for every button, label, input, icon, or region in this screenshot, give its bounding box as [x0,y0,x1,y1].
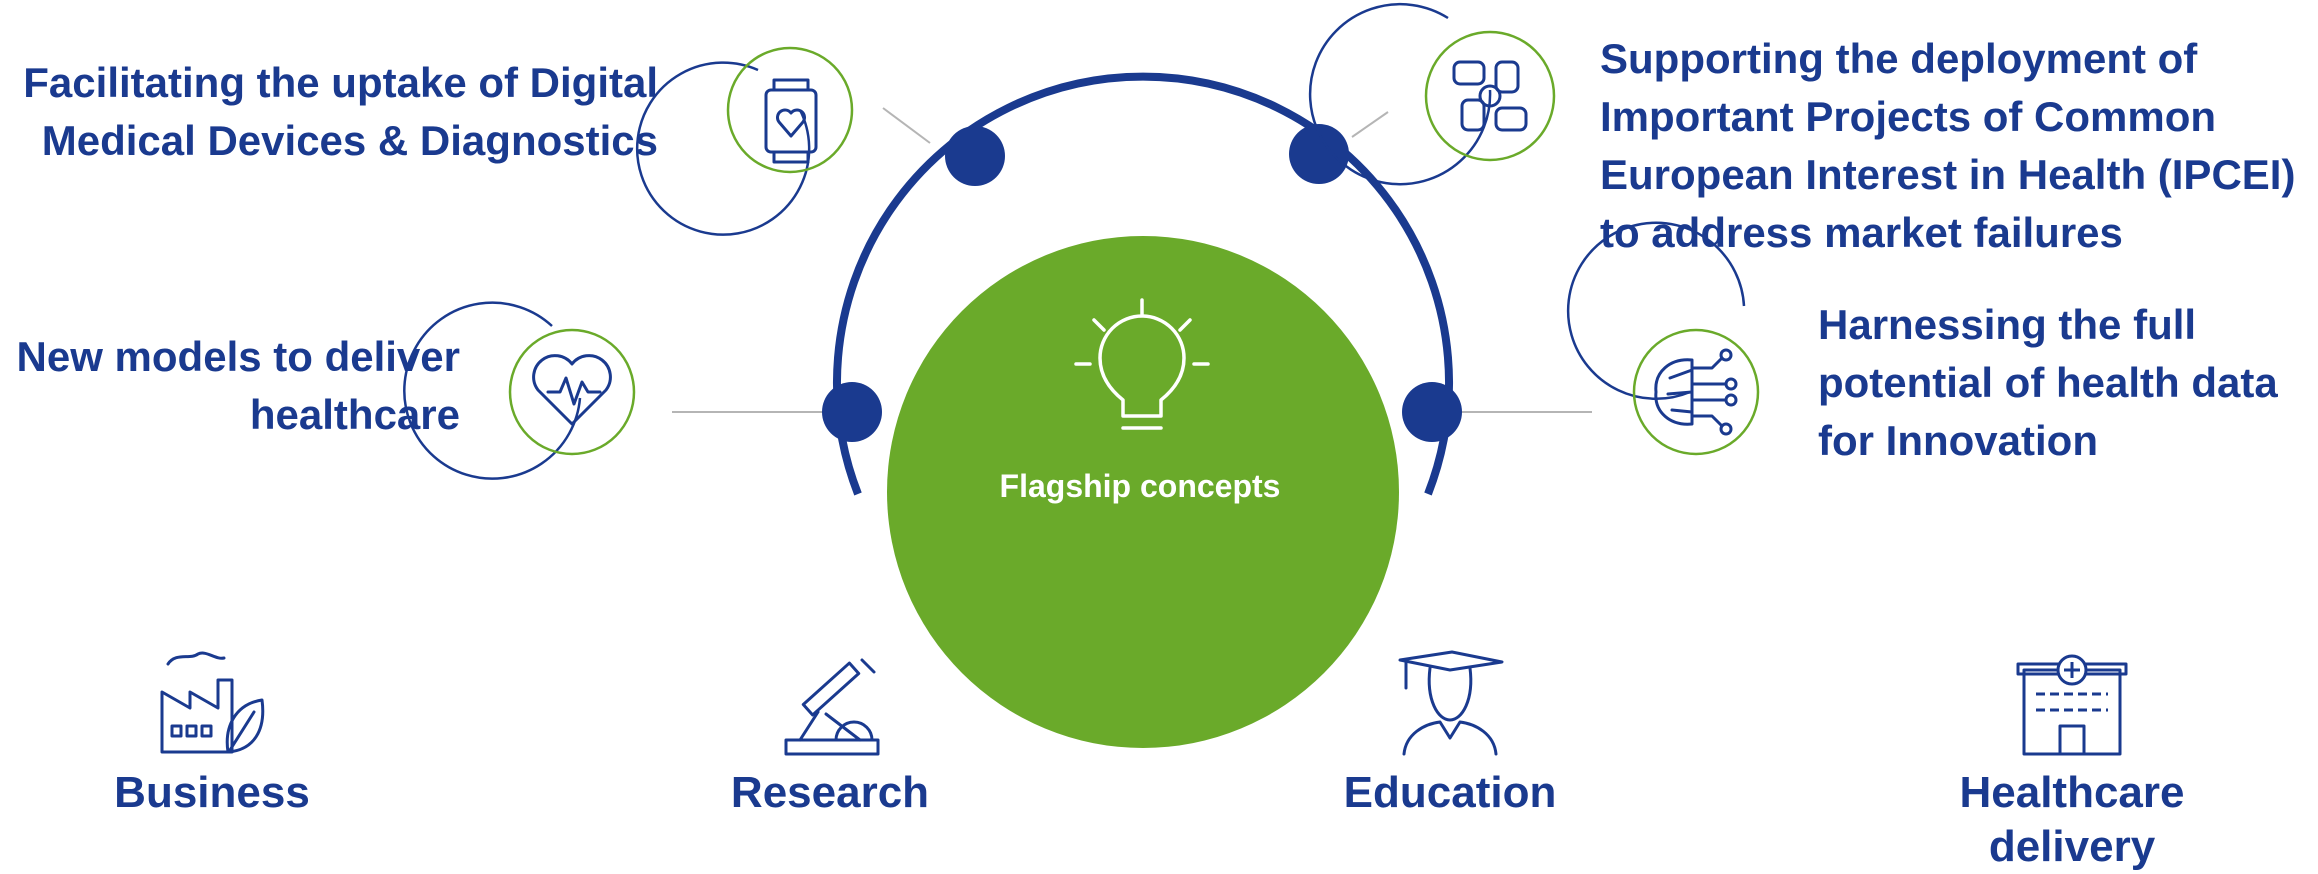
stakeholder-research-label: Research [730,768,930,817]
concept-new-models-text: New models to deliver healthcare [16,333,460,438]
concept-health-data-text: Harnessing the full potential of health … [1818,301,2278,464]
hospital-icon [2016,654,2128,756]
factory-leaf-icon [160,651,265,754]
concept-digital-devices-text: Facilitating the uptake of Digital Medic… [23,59,658,164]
connector-line-digital-devices [882,107,931,144]
badge-new-models [403,301,636,480]
badge-digital-devices [635,46,854,236]
stakeholder-healthcare-delivery-label: Healthcare delivery [1959,768,2185,871]
connector-line-ipcei [1351,111,1389,138]
joined-hands-icon [1452,60,1528,132]
stakeholder-education-label: Education [1343,768,1557,817]
center-circle [887,236,1399,748]
concept-ipcei-text: Supporting the deployment of Important P… [1600,35,2296,256]
badge-ipcei [1308,3,1556,186]
center-label: Flagship concepts [999,468,1281,504]
node-digital-devices [945,126,1005,186]
graduate-icon [1398,650,1504,756]
node-health-data [1402,382,1462,442]
node-ipcei [1289,124,1349,184]
microscope-icon [784,658,880,756]
badge-health-data [1566,221,1760,456]
diagram-canvas [160,3,2128,756]
smartwatch-heart-icon [764,78,818,164]
outer-arc [833,72,1453,496]
lightbulb-icon [1074,298,1210,430]
stakeholder-business-label: Business [114,768,310,817]
heartbeat-icon [532,354,612,426]
brain-circuit-icon [1654,348,1738,436]
node-new-models [822,382,882,442]
flagship-diagram: Facilitating the uptake of Digital Medic… [16,3,2296,871]
